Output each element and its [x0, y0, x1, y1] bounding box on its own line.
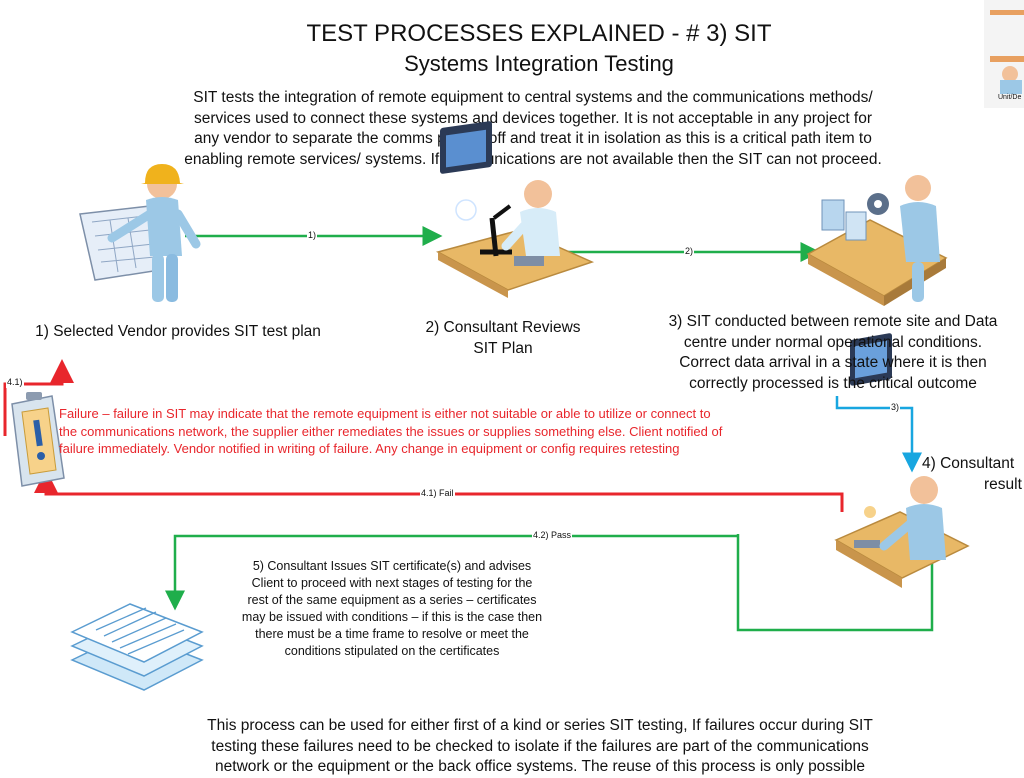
clipboard-warning-icon: [11, 392, 65, 487]
step-5-line: Client to proceed with next stages of te…: [251, 576, 533, 590]
step-5-line: there must be a time frame to resolve or…: [255, 627, 529, 641]
step-1-caption: 1) Selected Vendor provides SIT test pla…: [35, 323, 321, 340]
failure-line: failure immediately. Vendor notified in …: [59, 441, 680, 456]
failure-line: the communications network, the supplier…: [59, 423, 723, 439]
thumbnail-label: Unit/De: [998, 94, 1022, 101]
intro-line: services used to connect these systems a…: [193, 109, 873, 127]
intro-text: SIT tests the integration of remote equi…: [140, 88, 926, 170]
step-5-line: 5) Consultant Issues SIT certificate(s) …: [252, 559, 532, 573]
consultant-computer-icon: [834, 333, 970, 588]
intro-line: any vendor to separate the comms portion…: [194, 130, 872, 147]
arrow-label-3: 3): [890, 402, 901, 413]
arrow-3: [835, 396, 922, 473]
step-3-line: centre under normal operational conditio…: [683, 333, 983, 351]
footer-line: network or the equipment or the back off…: [215, 758, 865, 775]
footer-text: This process can be used for either firs…: [40, 716, 1024, 778]
arrow-label-4-1: 4.1): [6, 377, 24, 388]
step-5-line: conditions stipulated on the certificate…: [284, 644, 500, 658]
step-4-caption: 4) Consultant result: [922, 454, 1024, 495]
consultant-microscope-icon: [435, 121, 595, 298]
page-subtitle: Systems Integration Testing: [404, 51, 674, 76]
intro-line: SIT tests the integration of remote equi…: [193, 89, 873, 106]
arrow-4-1: [3, 359, 74, 436]
step-4-line: 4) Consultant: [922, 455, 1015, 472]
step-5-caption: 5) Consultant Issues SIT certificate(s) …: [217, 558, 567, 660]
step-4-line: result: [984, 475, 1022, 493]
step-3-caption: 3) SIT conducted between remote site and…: [652, 312, 1014, 394]
intro-line: enabling remote services/ systems. If co…: [184, 150, 882, 168]
failure-line: Failure – failure in SIT may indicate th…: [59, 406, 711, 421]
arrow-label-2: 2): [684, 246, 695, 257]
step-2-line: SIT Plan: [473, 339, 533, 357]
footer-line: testing these failures need to be checke…: [211, 737, 869, 755]
arrow-label-pass: 4.2) Pass: [532, 530, 573, 541]
step-5-line: rest of the same equipment as a series –…: [247, 593, 537, 607]
arrow-label-1: 1): [307, 230, 318, 241]
page-title: TEST PROCESSES EXPLAINED - # 3) SIT: [306, 20, 772, 47]
failure-note: Failure – failure in SIT may indicate th…: [59, 405, 799, 458]
step-3-line: Correct data arrival in a state where it…: [679, 354, 987, 371]
step-2-line: 2) Consultant Reviews: [425, 319, 581, 336]
vendor-blueprint-icon: [79, 164, 201, 302]
footer-line: This process can be used for either firs…: [207, 717, 873, 734]
step-2-caption: 2) Consultant Reviews SIT Plan: [398, 318, 608, 359]
step-5-line: may be issued with conditions – if this …: [241, 610, 543, 624]
step-3-line: 3) SIT conducted between remote site and…: [668, 313, 998, 330]
certificate-documents-icon: [70, 603, 204, 691]
step-3-line: correctly processed is the critical outc…: [689, 374, 977, 392]
factory-conveyor-icon: [806, 175, 948, 306]
thumbnail-preview: [984, 0, 1024, 108]
arrow-label-fail: 4.1) Fail: [420, 488, 455, 499]
arrow-pass: [736, 534, 934, 632]
